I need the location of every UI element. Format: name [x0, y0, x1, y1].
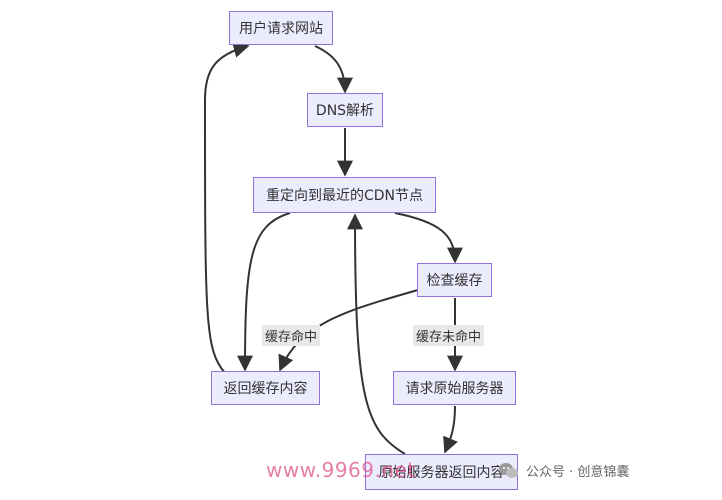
edge-check-cache-to-return-cache [278, 289, 419, 372]
wechat-badge: 公众号 · 创意锦囊 [498, 461, 629, 480]
watermark-url: www.9969.net [266, 458, 416, 482]
edge-label-cache-hit: 缓存命中 [262, 325, 321, 346]
node-user-request: 用户请求网站 [229, 11, 333, 45]
edge-redirect-to-return-cache [237, 212, 291, 372]
node-origin-return: 原始服务器返回内容 [365, 454, 518, 490]
wechat-account-text: 公众号 · 创意锦囊 [526, 465, 630, 480]
edge-origin-return-to-redirect [347, 213, 406, 455]
node-request-origin: 请求原始服务器 [393, 371, 516, 405]
node-check-cache: 检查缓存 [417, 263, 492, 297]
node-return-cache: 返回缓存内容 [211, 371, 320, 405]
node-dns-resolution: DNS解析 [307, 93, 383, 127]
edge-user-request-to-dns [314, 45, 353, 94]
node-redirect-cdn: 重定向到最近的CDN节点 [253, 177, 436, 213]
edge-request-origin-to-origin-return [443, 405, 458, 454]
edge-redirect-to-check-cache [394, 212, 463, 264]
wechat-icon [499, 462, 518, 478]
edge-label-cache-miss: 缓存未命中 [413, 325, 485, 346]
edge-return-cache-to-user-request [203, 42, 250, 374]
